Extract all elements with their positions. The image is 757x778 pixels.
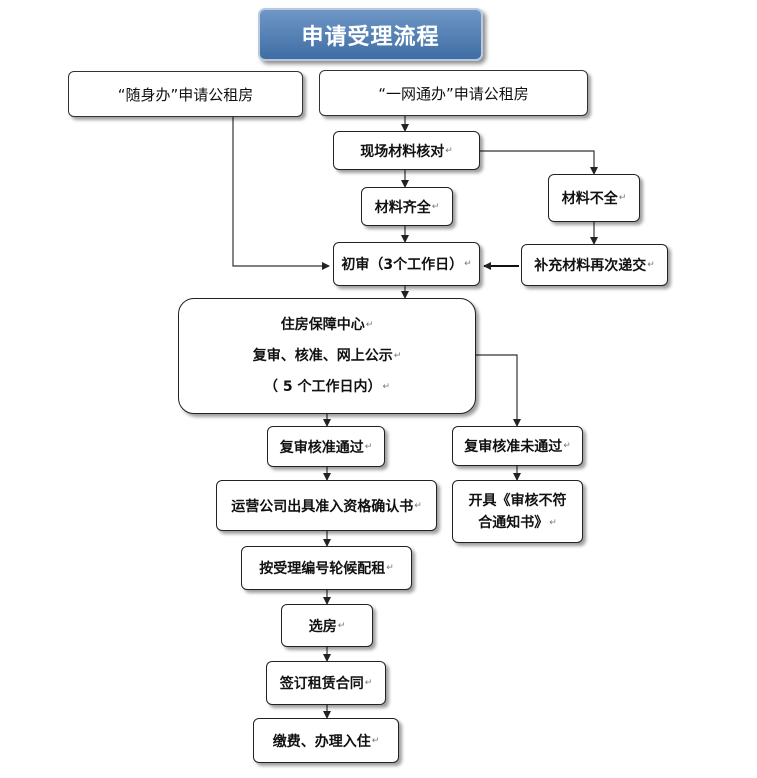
box-sign-contract-label: 签订租赁合同	[279, 676, 364, 692]
return-mark: ↵	[647, 260, 655, 270]
box-yiwangtongban: “一网通办”申请公租房	[319, 70, 588, 116]
box-qualification: 运营公司出具准入资格确认书↵	[216, 480, 437, 531]
box-review-pass-label: 复审核准通过	[279, 439, 364, 456]
box-materials-incomplete-label: 材料不全	[561, 191, 618, 207]
box-yiwangtongban-label: “一网通办”申请公租房	[378, 84, 529, 103]
box-waitlist-label: 按受理编号轮候配租	[259, 561, 386, 577]
box-supplement-label: 补充材料再次递交	[534, 258, 647, 274]
arrow-suishen-to-initial	[232, 117, 330, 270]
box-materials-complete: 材料齐全↵	[361, 187, 453, 226]
box-pay-move-in-label: 缴费、办理入住	[272, 733, 371, 750]
arrow-center-to-fail	[476, 354, 521, 427]
box-suishenban: “随身办”申请公租房	[68, 71, 303, 117]
box-rejection-notice: 开具《审核不符 合通知书》↵	[452, 480, 583, 543]
return-mark: ↵	[414, 500, 422, 511]
box-onsite-check-label: 现场材料核对	[360, 143, 445, 160]
return-mark: ↵	[445, 145, 453, 156]
rejection-notice-line-1: 开具《审核不符	[469, 490, 567, 512]
return-mark: ↵	[365, 319, 374, 330]
rejection-notice-text-1: 开具《审核不符	[468, 492, 567, 509]
rejection-notice-text-2: 合通知书》	[478, 514, 549, 531]
return-mark: ↵	[337, 620, 346, 631]
box-select-house: 选房↵	[281, 604, 373, 647]
box-initial-review-label: 初审（3个工作日）	[341, 257, 464, 273]
housing-center-tasks: 复审、核准、网上公示	[252, 347, 393, 364]
return-mark: ↵	[549, 517, 557, 528]
return-mark: ↵	[382, 381, 391, 392]
box-initial-review: 初审（3个工作日）↵	[333, 242, 480, 286]
box-materials-incomplete: 材料不全↵	[548, 174, 640, 222]
return-mark: ↵	[386, 563, 394, 573]
housing-center-duration: （ 5 个工作日内）	[263, 378, 382, 395]
rejection-notice-line-2: 合通知书》↵	[478, 512, 557, 534]
housing-center-line-2: 复审、核准、网上公示↵	[253, 341, 402, 372]
box-supplement: 补充材料再次递交↵	[521, 244, 668, 286]
housing-center-name: 住房保障中心	[280, 316, 365, 333]
arrow-check-to-incomplete	[480, 150, 598, 175]
box-review-pass: 复审核准通过↵	[267, 426, 385, 467]
box-waitlist: 按受理编号轮候配租↵	[241, 546, 412, 590]
return-mark: ↵	[393, 350, 402, 361]
box-sign-contract: 签订租赁合同↵	[266, 661, 386, 705]
return-mark: ↵	[431, 201, 440, 212]
box-pay-move-in: 缴费、办理入住↵	[253, 718, 399, 763]
return-mark: ↵	[364, 678, 373, 688]
box-review-fail-label: 复审核准未通过	[464, 439, 563, 455]
box-onsite-check: 现场材料核对↵	[333, 131, 480, 170]
return-mark: ↵	[364, 441, 373, 452]
return-mark: ↵	[371, 735, 380, 746]
box-materials-complete-label: 材料齐全	[374, 199, 431, 216]
housing-center-line-1: 住房保障中心↵	[281, 310, 374, 341]
box-select-house-label: 选房	[308, 618, 337, 635]
box-suishenban-label: “随身办”申请公租房	[117, 85, 254, 104]
box-qualification-label: 运营公司出具准入资格确认书	[231, 498, 414, 515]
flow-title: 申请受理流程	[258, 8, 483, 61]
housing-center-line-3: （ 5 个工作日内）↵	[264, 372, 390, 403]
box-housing-center: 住房保障中心↵ 复审、核准、网上公示↵ （ 5 个工作日内）↵	[178, 298, 476, 414]
box-review-fail: 复审核准未通过↵	[452, 426, 583, 466]
return-mark: ↵	[618, 193, 627, 203]
return-mark: ↵	[464, 259, 472, 269]
return-mark: ↵	[563, 441, 571, 451]
